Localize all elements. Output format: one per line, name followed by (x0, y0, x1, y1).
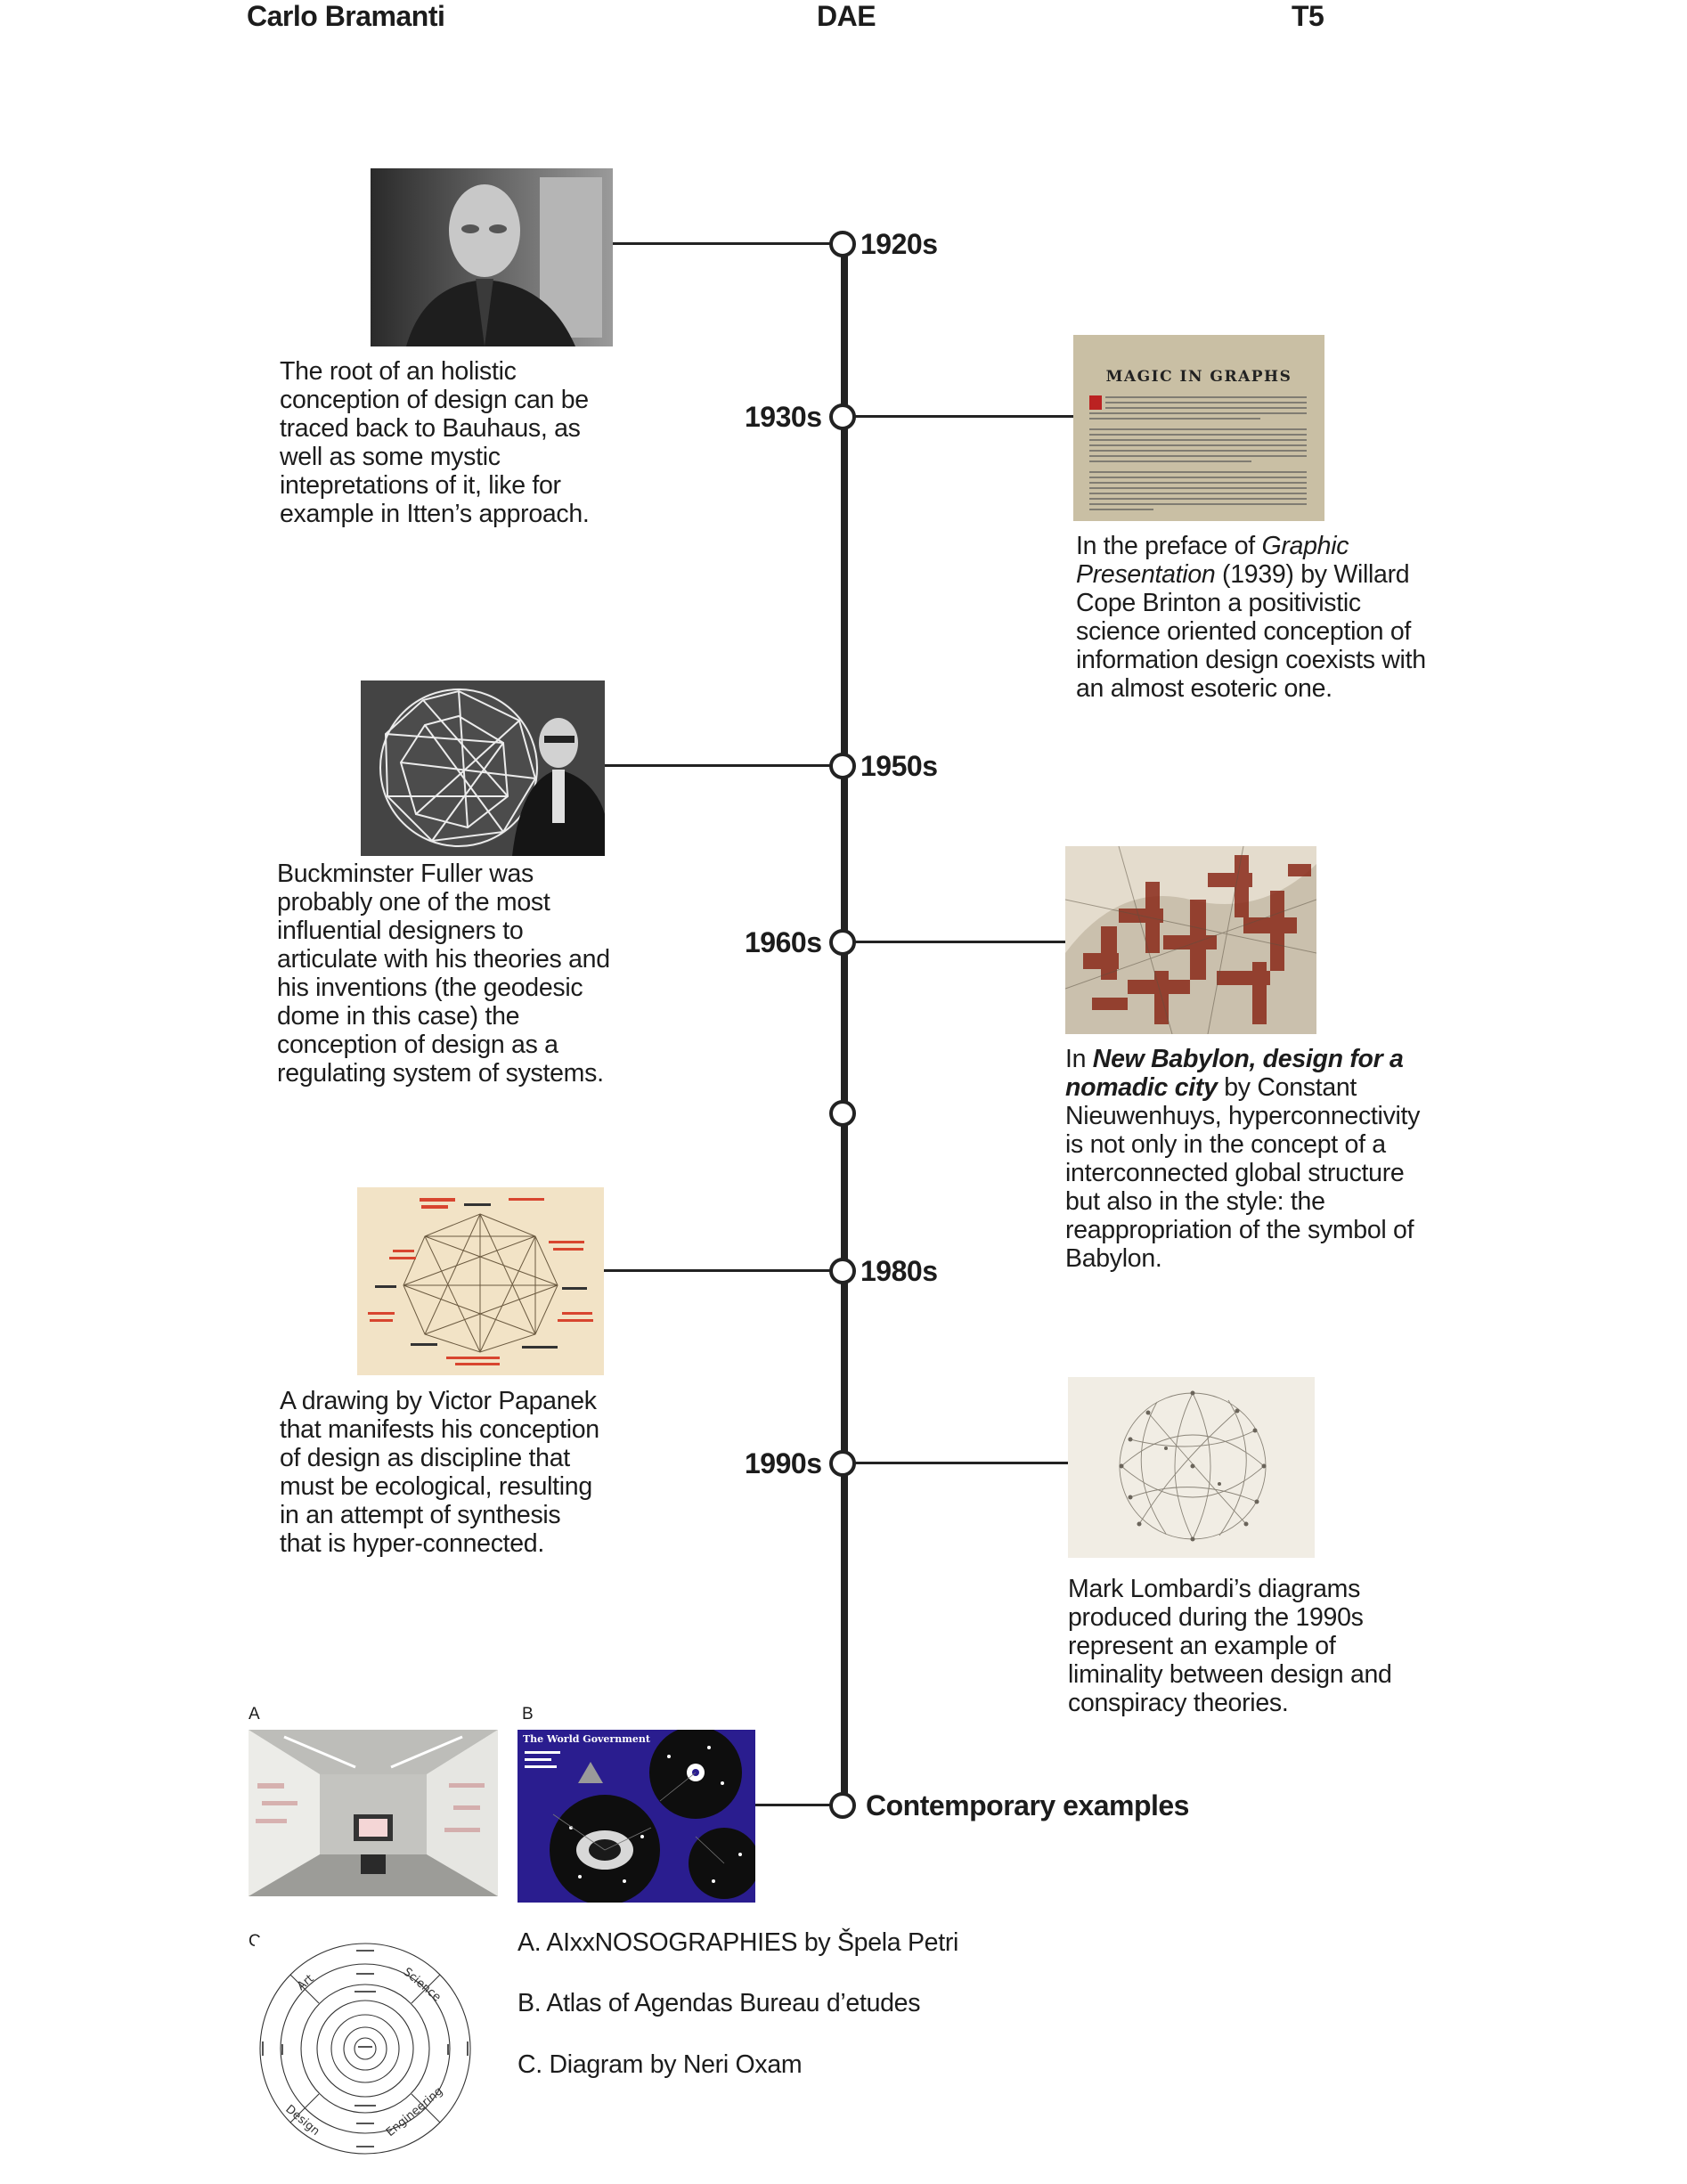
contemporary-label: Contemporary examples (866, 1789, 1189, 1821)
year-1930s: 1930s (745, 401, 822, 433)
node-1990s (829, 1450, 856, 1477)
lombardi-text: Mark Lombardi’s diagrams produced during… (1068, 1575, 1392, 1717)
connector-1960s (848, 941, 1065, 943)
babylon-text-pre: In (1065, 1045, 1093, 1073)
babylon-work-title: New Babylon, design for a nomadic city (1065, 1045, 1404, 1102)
atlas-title: The World Government (523, 1733, 651, 1745)
example-label-b: B (522, 1705, 534, 1724)
timeline-axis (841, 242, 848, 1812)
connector-1930s (848, 415, 1073, 418)
connector-1980s (602, 1269, 841, 1272)
atlas-of-agendas-map: The World Government (518, 1730, 755, 1903)
year-1950s: 1950s (860, 750, 938, 782)
papanek-text: A drawing by Victor Papanek that manifes… (280, 1387, 599, 1558)
course-code: DAE (817, 0, 876, 32)
node-1930s (829, 403, 856, 430)
example-label-a: A (249, 1705, 260, 1724)
brinton-book-title: Graphic Presentation (1076, 532, 1349, 589)
new-babylon-map (1065, 846, 1316, 1034)
year-1980s: 1980s (860, 1255, 938, 1287)
connector-contemporary (755, 1804, 841, 1806)
brinton-text: In the preface of Graphic Presentation (… (1076, 532, 1432, 703)
neri-oxam-diagram: Art Science Design Engineering (255, 1939, 476, 2158)
fuller-text: Buckminster Fuller was probably one of t… (277, 860, 610, 1088)
year-1920s: 1920s (860, 228, 938, 260)
itten-portrait-photo (371, 168, 613, 346)
connector-1990s (848, 1462, 1068, 1464)
babylon-text: In New Babylon, design for a nomadic cit… (1065, 1045, 1439, 1273)
caption-c: C. Diagram by Neri Oxam (518, 2050, 803, 2079)
magic-in-graphs-heading: MAGIC IN GRAPHS (1106, 368, 1292, 386)
node-1920s (829, 231, 856, 257)
author-name: Carlo Bramanti (247, 0, 445, 32)
node-1980s (829, 1258, 856, 1284)
fuller-geodesic-photo (361, 680, 605, 856)
lombardi-diagram (1068, 1377, 1315, 1558)
caption-b: B. Atlas of Agendas Bureau d’etudes (518, 1989, 921, 2017)
babylon-text-post: by Constant Nieuwenhuys, hyperconnectivi… (1065, 1073, 1421, 1273)
node-contemporary (829, 1792, 856, 1819)
bauhaus-text: The root of an holistic conception of de… (280, 357, 590, 528)
magic-in-graphs-page: MAGIC IN GRAPHS (1073, 335, 1324, 521)
connector-1950s (605, 764, 841, 767)
section-code: T5 (1292, 0, 1324, 32)
papanek-drawing (357, 1187, 604, 1375)
year-1990s: 1990s (745, 1447, 822, 1479)
node-1950s (829, 753, 856, 779)
aixxnosographies-photo (249, 1730, 498, 1896)
node-1960s (829, 929, 856, 956)
caption-a: A. AIxxNOSOGRAPHIES by Špela Petri (518, 1928, 959, 1957)
connector-1920s (613, 242, 841, 245)
node-1970s (829, 1100, 856, 1127)
brinton-text-pre: In the preface of (1076, 532, 1262, 560)
brinton-text-post: (1939) by Willard Cope Brinton a positiv… (1076, 560, 1426, 703)
year-1960s: 1960s (745, 926, 822, 958)
